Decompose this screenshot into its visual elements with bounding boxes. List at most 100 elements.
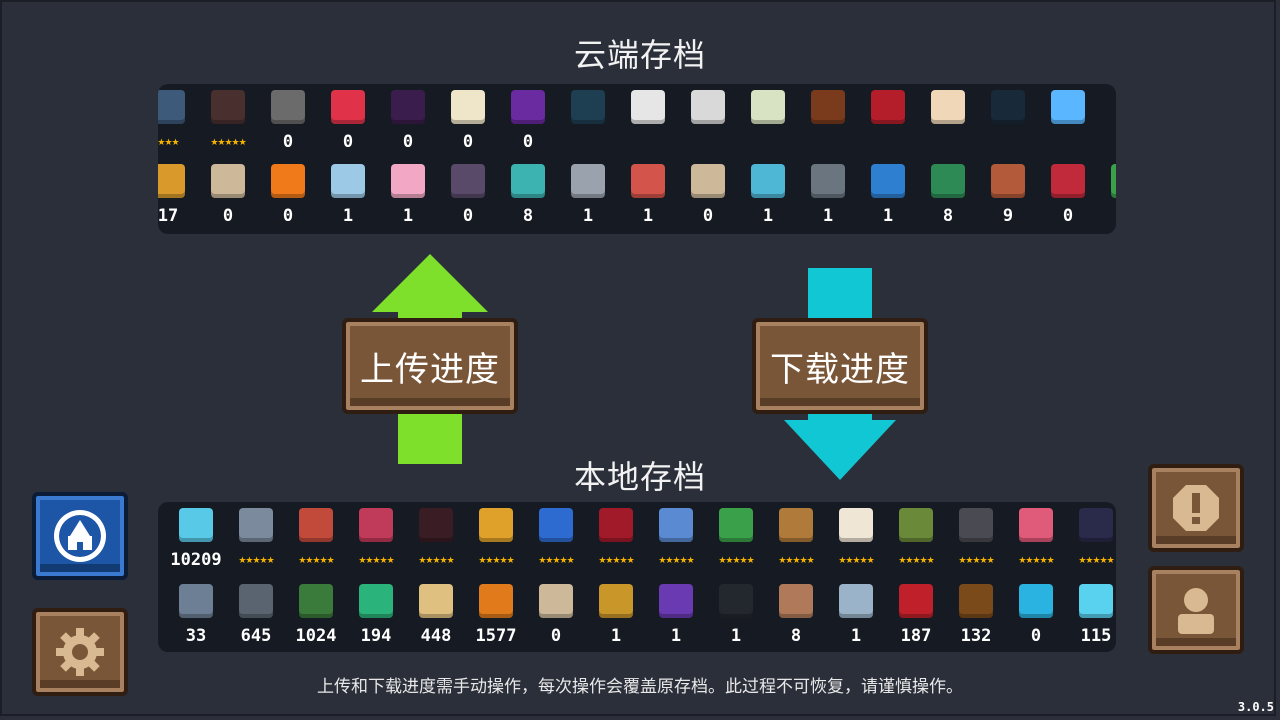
item-face-box[interactable]: 8 xyxy=(766,580,826,650)
item-bomb[interactable]: ★★★ xyxy=(158,86,198,156)
item-taoist[interactable]: ★★★★★ xyxy=(1006,504,1066,574)
item-cyan-plate[interactable]: 1 xyxy=(738,160,798,230)
item-red-plate[interactable]: 1 xyxy=(618,160,678,230)
star-rating: ★★★★★ xyxy=(598,556,634,566)
version-label: 3.0.5 xyxy=(1237,700,1274,714)
item-stick[interactable] xyxy=(798,86,858,156)
item-rogue[interactable]: ★★★★★ xyxy=(286,504,346,574)
item-count: 187 xyxy=(900,626,932,646)
item-druid[interactable]: ★★★★★ xyxy=(886,504,946,574)
item-werewolf[interactable]: ★★★★★ xyxy=(766,504,826,574)
cyan-plate-icon xyxy=(751,164,785,198)
item-red-turret[interactable]: 0 xyxy=(1038,160,1098,230)
item-scroll[interactable]: 0 xyxy=(198,160,258,230)
item-blue-plate[interactable]: 1 xyxy=(858,160,918,230)
cloud-account-button[interactable] xyxy=(32,492,128,580)
profile-button[interactable] xyxy=(1148,566,1244,654)
robot-hero-icon xyxy=(539,508,573,542)
item-helmet[interactable]: 0 xyxy=(498,86,558,156)
item-hammer[interactable]: 132 xyxy=(946,580,1006,650)
item-black-cat[interactable] xyxy=(978,86,1038,156)
witch-icon xyxy=(359,508,393,542)
item-gems[interactable]: 10209 xyxy=(166,504,226,574)
item-black-plate[interactable]: 1 xyxy=(706,580,766,650)
vampire-icon xyxy=(599,508,633,542)
item-knight[interactable]: ★★★★★ xyxy=(226,504,286,574)
download-progress-button[interactable]: 下载进度 xyxy=(752,318,928,414)
star-rating: ★★★★★ xyxy=(358,556,394,566)
item-skull[interactable] xyxy=(618,86,678,156)
item-green-turret[interactable]: 8 xyxy=(918,160,978,230)
card-icon xyxy=(451,90,485,124)
robot-icon xyxy=(991,164,1025,198)
item-robot-hero[interactable]: ★★★★★ xyxy=(526,504,586,574)
item-count: 0 xyxy=(462,132,474,152)
item-vampire[interactable]: ★★★★★ xyxy=(586,504,646,574)
item-assassin[interactable]: ★★★★★ xyxy=(406,504,466,574)
item-battery[interactable]: 1024 xyxy=(286,580,346,650)
item-scroll[interactable]: 0 xyxy=(526,580,586,650)
item-plant[interactable]: ★★★★★ xyxy=(198,86,258,156)
star-rating: ★★★★★ xyxy=(658,556,694,566)
item-herb[interactable]: 194 xyxy=(346,580,406,650)
item-cat[interactable] xyxy=(558,86,618,156)
item-necro[interactable]: ★★★★★ xyxy=(1066,504,1116,574)
item-wood[interactable]: 448 xyxy=(406,580,466,650)
item-sand-plate[interactable]: 1 xyxy=(826,580,886,650)
item-m-badge[interactable] xyxy=(1038,86,1098,156)
item-blue-feather[interactable]: 0 xyxy=(1006,580,1066,650)
item-count: 1 xyxy=(730,626,742,646)
item-robot[interactable]: 9 xyxy=(978,160,1038,230)
item-teal-machine[interactable]: 8 xyxy=(498,160,558,230)
item-paladin[interactable]: ★★★★★ xyxy=(646,504,706,574)
star-rating: ★★★★★ xyxy=(898,556,934,566)
item-blue-gem-plate[interactable]: 1 xyxy=(318,160,378,230)
item-carrot[interactable]: 0 xyxy=(258,160,318,230)
item-dark-plate[interactable]: 1 xyxy=(798,160,858,230)
star-rating: ★★★★★ xyxy=(1018,556,1054,566)
download-progress-label: 下载进度 xyxy=(770,349,910,390)
item-elf[interactable]: ★★★★★ xyxy=(706,504,766,574)
item-red-leaf[interactable]: 187 xyxy=(886,580,946,650)
skull-icon xyxy=(631,90,665,124)
item-count: 1 xyxy=(582,206,594,226)
item-count: 0 xyxy=(282,206,294,226)
item-priestess[interactable]: ★★★★★ xyxy=(826,504,886,574)
item-gun[interactable]: 0 xyxy=(258,86,318,156)
item-slime[interactable]: 0 xyxy=(318,86,378,156)
item-witch[interactable]: ★★★★★ xyxy=(346,504,406,574)
item-coil[interactable]: 17 xyxy=(158,160,198,230)
settings-button[interactable] xyxy=(32,608,128,696)
item-amber[interactable]: 1577 xyxy=(466,580,526,650)
item-gold-plate[interactable]: 1 xyxy=(586,580,646,650)
item-oni[interactable] xyxy=(858,86,918,156)
item-ore[interactable]: 645 xyxy=(226,580,286,650)
item-demon[interactable]: 0 xyxy=(378,86,438,156)
werewolf-icon xyxy=(779,508,813,542)
item-green-bit[interactable] xyxy=(1098,160,1116,230)
scroll-icon xyxy=(539,584,573,618)
item-egg[interactable] xyxy=(738,86,798,156)
helmet-icon xyxy=(511,90,545,124)
item-pink-plate[interactable]: 1 xyxy=(378,160,438,230)
item-engineer[interactable]: ★★★★★ xyxy=(466,504,526,574)
machine-icon xyxy=(451,164,485,198)
item-grey-plate[interactable]: 1 xyxy=(558,160,618,230)
item-ice-crystal[interactable]: 115 xyxy=(1066,580,1116,650)
item-machine[interactable]: 0 xyxy=(438,160,498,230)
notice-button[interactable] xyxy=(1148,464,1244,552)
item-fish-coin[interactable]: 33 xyxy=(166,580,226,650)
item-card[interactable]: 0 xyxy=(438,86,498,156)
item-girl[interactable] xyxy=(918,86,978,156)
item-tap-sign[interactable] xyxy=(678,86,738,156)
item-count: 645 xyxy=(240,626,272,646)
local-save-title: 本地存档 xyxy=(573,458,706,496)
item-count: 0 xyxy=(402,132,414,152)
blue-feather-icon xyxy=(1019,584,1053,618)
item-berserker[interactable]: ★★★★★ xyxy=(946,504,1006,574)
item-purple-plate[interactable]: 1 xyxy=(646,580,706,650)
local-save-panel[interactable]: 10209★★★★★★★★★★★★★★★★★★★★★★★★★★★★★★★★★★★… xyxy=(158,502,1116,652)
item-scroll-2[interactable]: 0 xyxy=(678,160,738,230)
upload-progress-button[interactable]: 上传进度 xyxy=(342,318,518,414)
